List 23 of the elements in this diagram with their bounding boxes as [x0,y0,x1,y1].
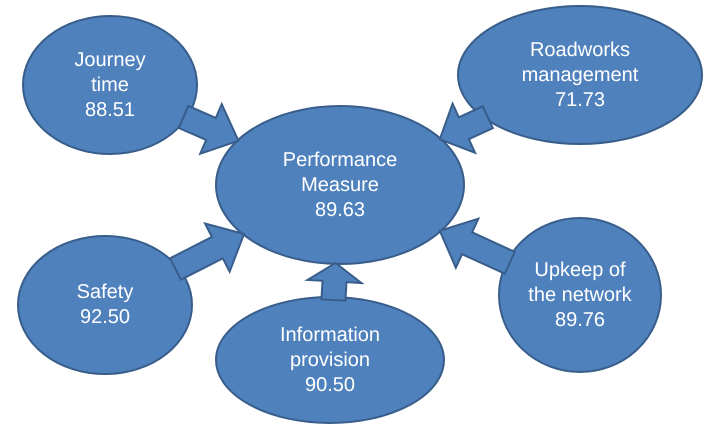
score-value: 88.51 [84,98,136,122]
score-value: 90.50 [304,372,356,398]
oval-node [457,5,703,145]
oval-node [215,296,445,424]
node-label: Journey time [73,48,147,98]
block-arrow [304,262,365,302]
node-label: Performance Measure [282,148,398,198]
block-arrow [438,217,516,276]
node-label: Roadworks management [520,38,640,88]
block-arrow [168,222,246,282]
block-arrow [438,101,494,155]
oval-node [22,15,198,155]
score-value: 89.63 [314,198,366,222]
score-value: 71.73 [554,88,606,112]
oval-node [498,217,662,373]
block-arrow [177,102,240,156]
oval-node [215,105,465,265]
oval-node [17,235,193,375]
node-label: Upkeep of the network [527,258,633,308]
node-label: Safety [76,280,134,305]
node-label: Information provision [278,322,382,372]
score-value: 92.50 [80,305,130,330]
score-value: 89.76 [554,308,606,332]
